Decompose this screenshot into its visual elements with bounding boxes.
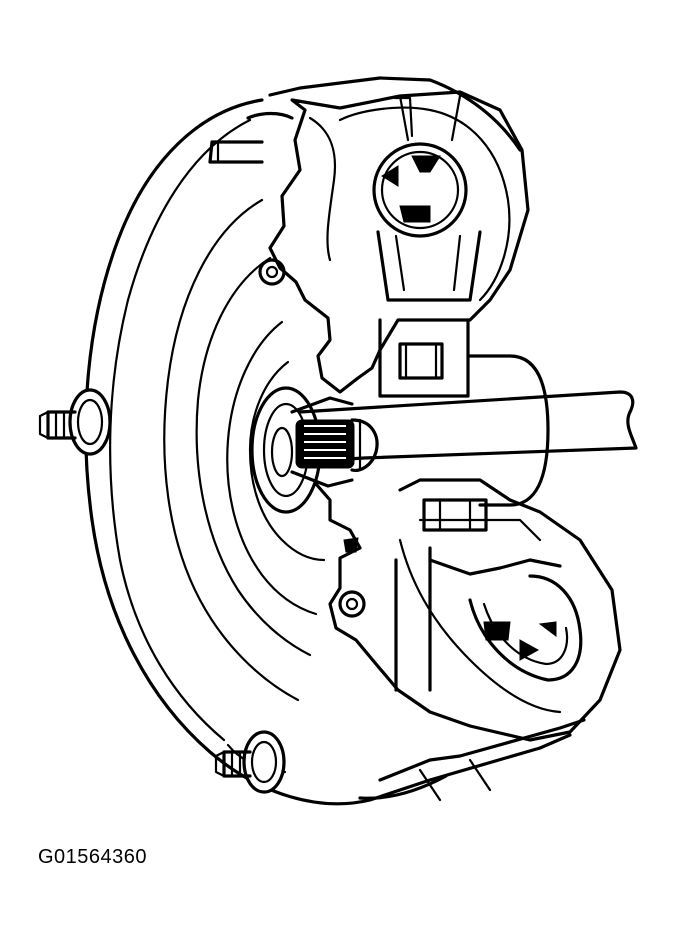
top-stud — [208, 111, 294, 164]
converter-rings — [163, 198, 326, 702]
bearing-block — [378, 318, 550, 507]
input-shaft — [290, 390, 638, 488]
figure-id-label: G01564360 — [38, 846, 148, 868]
upper-seal-ring — [258, 258, 286, 286]
lower-rim — [358, 718, 586, 802]
lower-cutaway-section — [314, 478, 622, 742]
lower-seal-ring — [338, 537, 366, 618]
bottom-mounting-stud — [214, 730, 286, 794]
left-mounting-stud — [38, 388, 112, 456]
upper-cutaway-section — [268, 90, 530, 394]
